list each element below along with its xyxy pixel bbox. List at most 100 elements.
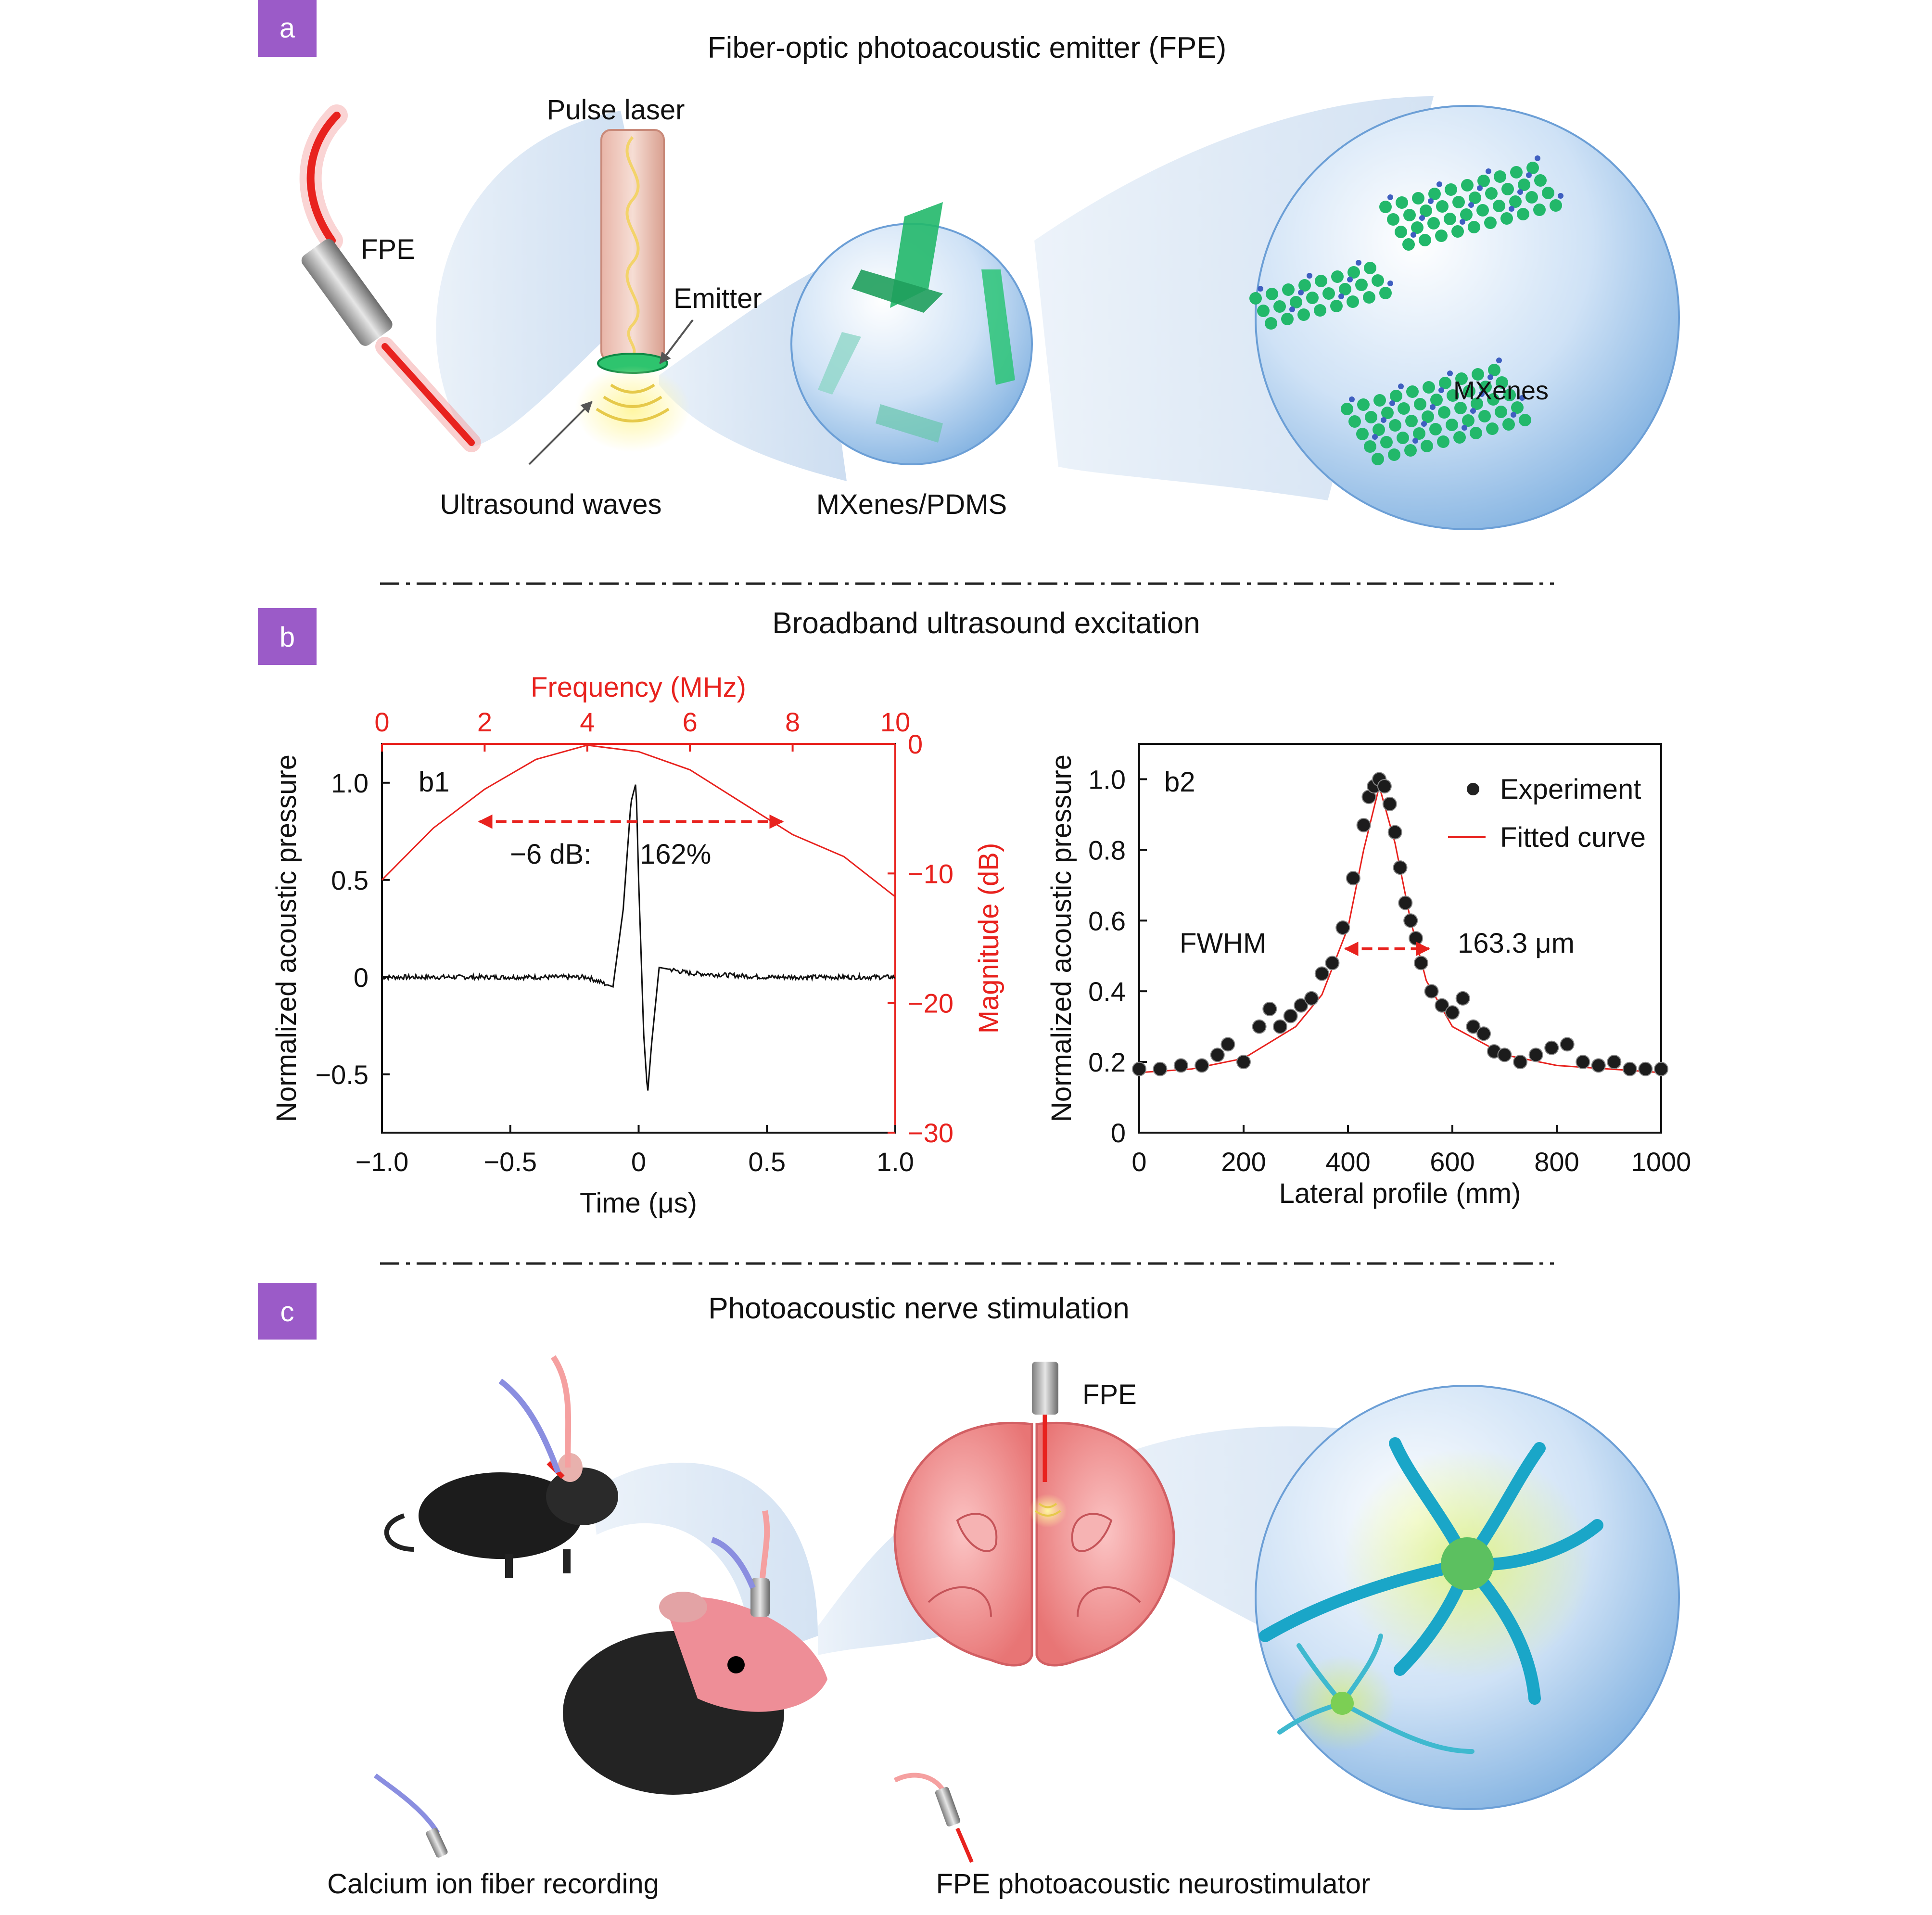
label-ultrasound-waves: Ultrasound waves [440,489,662,520]
mxene-atom [1428,188,1441,200]
mxene-atom [1298,279,1311,292]
neuron-small-soma [1331,1692,1354,1715]
mxene-atom [1357,398,1370,411]
mxene-atom [1381,407,1394,419]
b1-top-tick-label: 0 [374,707,389,737]
fpe-tip [381,343,475,446]
b1-plot-frame [381,743,896,1134]
chart-b2: b2 Lateral profile (mm) Normalized acous… [1046,743,1691,1209]
mxene-atom [1290,296,1302,308]
mxene-atom [1503,389,1516,401]
mxene-atom [1445,183,1457,196]
mxene-terminal-atom [1307,273,1312,279]
stimulator-fiber-icon [893,1773,945,1791]
mxene-slab-bottom [1341,357,1531,465]
label-mxenes: MXenes [1453,376,1549,405]
b2-experiment-point [1622,1061,1637,1076]
b2-experiment-point [1576,1055,1590,1070]
b2-y-tick-label: 0 [1111,1118,1126,1148]
mxene-atom [1413,427,1425,440]
b2-experiment-point [1654,1061,1668,1076]
mxene-atom [1460,208,1473,221]
b2-experiment-point [1413,956,1428,970]
mxene-atom [1414,398,1426,410]
mxene-atom [1429,423,1442,435]
mxene-atom [1502,418,1515,431]
b1-top-label: Frequency (MHz) [531,672,746,703]
mxene-atom [1365,411,1377,423]
fpe-wave-c [1034,1503,1061,1517]
b2-experiment-point [1294,998,1309,1013]
b2-experiment-point [1210,1047,1225,1062]
mxene-atom [1306,292,1319,304]
label-fpe-c: FPE [1082,1379,1137,1410]
mxene-atom [1266,288,1278,300]
mxene-atom [1476,204,1489,217]
brain-section [893,1421,1175,1667]
fpe-fiber [306,112,341,244]
fpe-wave-glow-c [1029,1494,1067,1528]
panel-a-title: Fiber-optic photoacoustic emitter (FPE) [708,31,1227,64]
mxene-atom [1402,238,1415,251]
b2-experiment-point [1607,1055,1622,1070]
mxene-atom [1405,415,1418,427]
b1-x-tick-label: 0 [631,1147,646,1177]
b2-experiment-point [1153,1061,1168,1076]
b2-y-tick-label: 0.4 [1088,976,1126,1007]
mxene-atom [1438,406,1450,419]
mxene-atom [1517,208,1529,220]
b1-top-tick-label: 10 [880,707,910,737]
mxene-atom [1347,295,1359,308]
mxene-terminal-atom [1430,404,1436,410]
mxene-terminal-atom [1477,185,1483,191]
label-pulse-laser: Pulse laser [547,94,685,126]
b2-experiment-point [1403,913,1418,928]
mxene-terminal-atom [1526,172,1532,178]
mxene-atom [1420,204,1432,217]
b2-experiment-point [1466,1019,1481,1034]
mxene-atom [1510,166,1523,179]
mxene-terminal-atom [1428,198,1434,204]
mouse-top-fiber-blue [498,1379,561,1474]
mouse-bottom-fiber-blue [711,1537,756,1589]
mxene-atom [1435,230,1448,242]
mxene-atom [1398,402,1410,415]
b1-right-tick-label: 0 [908,729,923,759]
mxene-atom [1249,292,1262,305]
mxene-atom [1297,308,1310,321]
ultrasound-wave-2 [603,396,662,408]
mxene-atom [1389,419,1401,432]
b2-y-tick-label: 0.2 [1088,1047,1126,1077]
b2-experiment-point [1528,1047,1543,1062]
b2-x-tick-label: 400 [1325,1147,1370,1177]
mxene-atom [1341,403,1353,415]
mxene-atom [1387,213,1399,226]
b2-experiment-point [1262,1001,1277,1016]
mxene-atom [1421,440,1433,452]
mxene-atom [1477,175,1490,187]
b2-experiment-point [1283,1009,1298,1023]
mxene-terminal-atom [1356,260,1361,266]
b2-experiment-point [1455,991,1470,1006]
b2-experiment-point [1382,796,1397,811]
label-composite: MXenes/PDMS [816,489,1007,520]
mxene-atom [1471,397,1483,410]
mxene-terminal-atom [1436,181,1442,187]
mxene-atom [1469,192,1481,204]
panel-c-badge-letter: c [280,1296,294,1328]
b1-annot-pct: 162% [640,839,711,870]
mouse-top [384,1355,618,1578]
panel-c: c Photoacoustic nerve stimulation [258,1283,1680,1900]
chart-b1: b1 Frequency (MHz) Time (μs) Normalized … [271,672,1004,1219]
mxene-atom [1273,300,1286,313]
mxene-terminal-atom [1438,387,1444,393]
b1-tag: b1 [419,766,450,798]
b2-x-tick-label: 200 [1221,1147,1266,1177]
b1-spectrum-curve [381,744,896,897]
mxene-terminal-atom [1389,400,1395,406]
mxene-atom [1500,212,1513,225]
mxene-atom [1542,187,1554,199]
mxene-terminal-atom [1258,286,1263,292]
mxene-atom [1509,195,1522,208]
mxene-atom [1403,209,1416,221]
